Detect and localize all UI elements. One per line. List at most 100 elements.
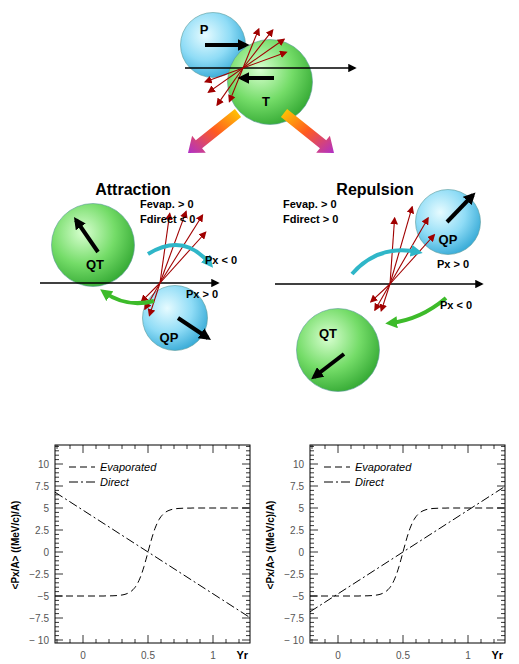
axis-tick xyxy=(325,445,326,449)
axis-tick xyxy=(239,639,240,643)
axis-tick xyxy=(497,486,505,487)
axis-tick xyxy=(501,600,505,601)
axis-tick xyxy=(455,639,456,643)
beam-axis xyxy=(275,283,482,284)
axis-tick xyxy=(501,472,505,473)
axis-tick xyxy=(310,450,314,451)
y-axis-title: <Px/A> ((MeV/c)/A) xyxy=(265,501,276,590)
axis-tick xyxy=(325,639,326,643)
axis-tick xyxy=(239,445,240,449)
tick-label: 7.5 xyxy=(290,481,304,492)
axis-tick xyxy=(442,445,443,449)
axis-tick xyxy=(416,639,417,643)
deflection-arrow xyxy=(352,250,418,274)
axis-tick xyxy=(246,578,250,579)
axis-tick xyxy=(246,582,250,583)
axis-tick xyxy=(246,525,250,526)
axis-tick xyxy=(246,503,250,504)
axis-tick xyxy=(96,445,97,449)
axis-tick xyxy=(55,543,59,544)
axis-tick xyxy=(501,459,505,460)
axis-tick xyxy=(55,512,59,513)
axis-tick xyxy=(246,512,250,513)
axis-tick xyxy=(494,445,495,449)
axis-tick xyxy=(55,600,59,601)
tick-label: 0 xyxy=(298,547,304,558)
axis-tick xyxy=(310,490,314,491)
tick-label: 10 xyxy=(293,459,304,470)
axis-tick xyxy=(312,639,313,643)
axis-tick xyxy=(310,569,314,570)
axis-tick xyxy=(96,639,97,643)
axis-tick xyxy=(403,635,404,643)
axis-tick xyxy=(55,534,59,535)
axis-tick xyxy=(246,472,250,473)
axis-tick xyxy=(55,609,59,610)
axis-tick xyxy=(310,534,314,535)
axis-tick xyxy=(497,530,505,531)
axis-tick xyxy=(135,445,136,449)
transition-arrow xyxy=(188,109,241,153)
axis-tick xyxy=(246,591,250,592)
axis-tick xyxy=(310,516,314,517)
axis-tick xyxy=(246,516,250,517)
axis-tick xyxy=(55,538,59,539)
axis-tick xyxy=(57,639,58,643)
axis-tick xyxy=(390,445,391,449)
legend-text: Direct xyxy=(355,476,384,488)
momentum-label: Px < 0 xyxy=(440,299,472,311)
y-axis-title: <Px/A> ((MeV/c)/A) xyxy=(10,501,21,590)
x-axis-title: Yr xyxy=(491,649,503,661)
axis-tick xyxy=(55,464,63,465)
axis-tick xyxy=(497,464,505,465)
axis-tick xyxy=(364,639,365,643)
axis-tick xyxy=(187,639,188,643)
tick-label: −5 xyxy=(293,591,304,602)
axis-tick xyxy=(481,639,482,643)
axis-tick xyxy=(310,596,318,597)
axis-tick xyxy=(55,613,59,614)
tick-label: −2.5 xyxy=(29,569,49,580)
axis-tick xyxy=(377,445,378,449)
evaporated-curve xyxy=(55,508,250,596)
axis-tick xyxy=(310,565,314,566)
axis-tick xyxy=(310,499,314,500)
axis-tick xyxy=(57,445,58,449)
axis-tick xyxy=(148,445,149,453)
axis-tick xyxy=(55,499,59,500)
nucleus-circle: T xyxy=(227,39,313,125)
axis-tick xyxy=(338,635,339,643)
tick-label: 0 xyxy=(80,650,86,661)
axis-tick xyxy=(122,639,123,643)
axis-tick xyxy=(501,534,505,535)
circle-outline xyxy=(51,203,135,287)
axis-tick xyxy=(310,455,314,456)
axis-tick xyxy=(242,508,250,509)
axis-tick xyxy=(416,445,417,449)
axis-tick xyxy=(55,468,59,469)
axis-tick xyxy=(55,503,59,504)
outcome-heading: Repulsion xyxy=(336,181,413,199)
axis-tick xyxy=(226,639,227,643)
axis-tick xyxy=(310,521,314,522)
axis-tick xyxy=(246,635,250,636)
axis-tick xyxy=(501,635,505,636)
axis-tick xyxy=(246,534,250,535)
axis-tick xyxy=(501,499,505,500)
axis-tick xyxy=(501,521,505,522)
axis-tick xyxy=(187,445,188,449)
axis-tick xyxy=(174,445,175,449)
axis-tick xyxy=(468,445,469,453)
emission-ray xyxy=(381,284,390,311)
axis-tick xyxy=(246,543,250,544)
tick-label: 0.5 xyxy=(396,650,410,661)
nucleus-fill xyxy=(52,204,135,287)
axis-tick xyxy=(403,445,404,453)
axis-tick xyxy=(55,446,59,447)
axis-tick xyxy=(242,596,250,597)
axis-tick xyxy=(501,626,505,627)
axis-tick xyxy=(351,639,352,643)
momentum-label: Px > 0 xyxy=(186,288,218,300)
axis-tick xyxy=(310,560,314,561)
